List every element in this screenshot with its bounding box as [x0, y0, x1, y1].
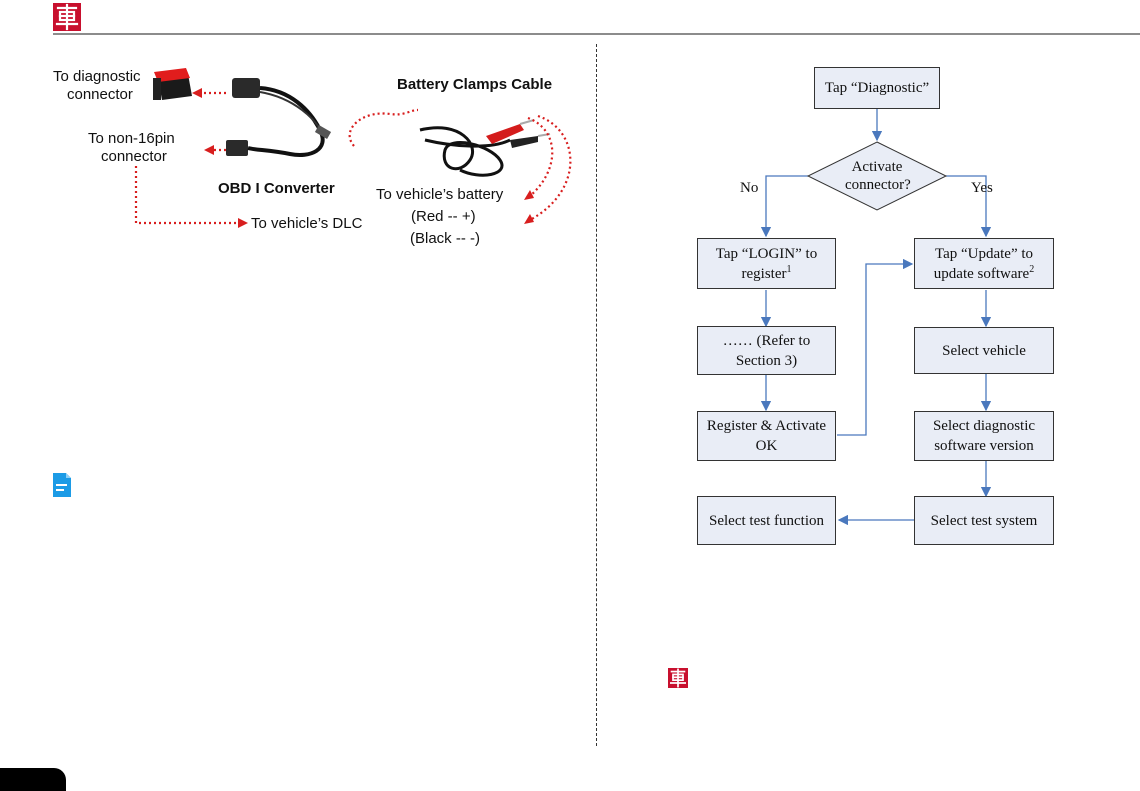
box-select-test-system: Select test system: [914, 496, 1054, 545]
obd1-converter-image: [226, 78, 332, 157]
page-number-tab: [0, 768, 66, 791]
flowchart-connectors: [760, 108, 992, 526]
label-yes: Yes: [971, 180, 993, 196]
box-select-test-function: Select test function: [697, 496, 836, 545]
label-no: No: [740, 180, 759, 196]
header-rule: [53, 33, 1140, 35]
battery-clamps-image: [419, 119, 551, 177]
label-to-diagnostic-connector-2: connector: [67, 86, 133, 103]
label-to-non16pin-connector: To non-16pin: [88, 130, 175, 147]
note-document-icon: [53, 473, 71, 497]
decision-diamond: [806, 141, 948, 211]
label-battery-clamps-cable: Battery Clamps Cable: [397, 76, 553, 93]
brand-logo-icon: [53, 3, 81, 31]
column-divider: [596, 44, 597, 746]
cable-illustration: [134, 68, 572, 228]
label-to-vehicle-battery: To vehicle’s battery: [376, 186, 504, 203]
label-black-negative: (Black -- -): [410, 230, 480, 247]
cable-connection-diagram: To diagnostic connector To non-16pin con…: [40, 50, 596, 270]
label-red-positive: (Red -- +): [411, 208, 476, 225]
label-to-non16pin-connector-2: connector: [101, 148, 167, 165]
arrow-heads: [192, 88, 534, 228]
label-to-diagnostic-connector: To diagnostic: [53, 68, 141, 85]
diagnostic-flowchart: Tap “Diagnostic” Activate connector? No …: [640, 50, 1120, 570]
decision-activate-connector: Activate connector?: [845, 159, 911, 193]
box-tap-diagnostic: Tap “Diagnostic”: [814, 67, 940, 109]
box-select-vehicle: Select vehicle: [914, 327, 1054, 374]
diagnostic-connector-image: [153, 68, 192, 100]
label-to-vehicle-dlc: To vehicle’s DLC: [251, 215, 363, 232]
label-obd1-converter: OBD I Converter: [218, 180, 335, 197]
small-brand-logo-icon: [668, 668, 688, 688]
connection-arrows: [134, 91, 572, 225]
